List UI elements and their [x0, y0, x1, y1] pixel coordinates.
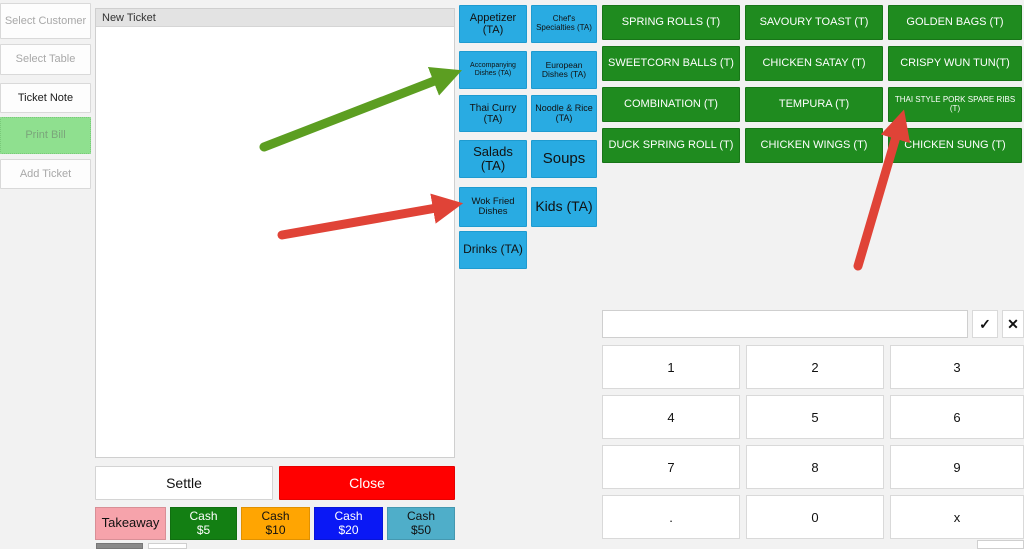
- menu-item-savoury-toast[interactable]: SAVOURY TOAST (T): [745, 5, 883, 40]
- menu-item-chicken-wings[interactable]: CHICKEN WINGS (T): [745, 128, 883, 163]
- partial-button: [148, 543, 187, 549]
- menu-item-crispy-wun-tun[interactable]: CRISPY WUN TUN(T): [888, 46, 1022, 81]
- menu-item-golden-bags[interactable]: GOLDEN BAGS (T): [888, 5, 1022, 40]
- menu-item-sweetcorn-balls[interactable]: SWEETCORN BALLS (T): [602, 46, 740, 81]
- cash-5-amount: $5: [196, 522, 211, 537]
- cash-50-button[interactable]: Cash $50: [387, 507, 455, 540]
- add-ticket-button[interactable]: Add Ticket: [0, 159, 91, 189]
- category-thai-curry[interactable]: Thai Curry (TA): [459, 95, 527, 132]
- keypad-key-x[interactable]: x: [890, 495, 1024, 539]
- keypad-key-8[interactable]: 8: [746, 445, 884, 489]
- ticket-note-button[interactable]: Ticket Note: [0, 83, 91, 113]
- menu-item-chicken-satay[interactable]: CHICKEN SATAY (T): [745, 46, 883, 81]
- keypad-key-dot[interactable]: .: [602, 495, 740, 539]
- select-table-button[interactable]: Select Table: [0, 44, 91, 75]
- menu-item-duck-spring-roll[interactable]: DUCK SPRING ROLL (T): [602, 128, 740, 163]
- category-salads[interactable]: Salads (TA): [459, 140, 527, 178]
- cash-50-amount: $50: [410, 522, 432, 537]
- keypad-key-9[interactable]: 9: [890, 445, 1024, 489]
- category-kids[interactable]: Kids (TA): [531, 187, 597, 227]
- menu-item-thai-style-pork-spare-ribs[interactable]: THAI STYLE PORK SPARE RIBS (T): [888, 87, 1022, 122]
- cash-20-amount: $20: [338, 522, 359, 537]
- cash-5-label: Cash: [189, 508, 218, 523]
- menu-item-combination[interactable]: COMBINATION (T): [602, 87, 740, 122]
- category-european-dishes[interactable]: European Dishes (TA): [531, 51, 597, 89]
- category-noodle-rice[interactable]: Noodle & Rice (TA): [531, 95, 597, 132]
- category-drinks[interactable]: Drinks (TA): [459, 231, 527, 269]
- category-wok-fried-dishes[interactable]: Wok Fried Dishes: [459, 187, 527, 227]
- settle-button[interactable]: Settle: [95, 466, 273, 500]
- category-appetizer[interactable]: Appetizer (TA): [459, 5, 527, 43]
- cash-10-amount: $10: [265, 522, 286, 537]
- close-icon: ✕: [1007, 315, 1019, 332]
- keypad-key-6[interactable]: 6: [890, 395, 1024, 439]
- cash-5-button[interactable]: Cash $5: [170, 507, 237, 540]
- keypad-key-3[interactable]: 3: [890, 345, 1024, 389]
- cash-10-label: Cash: [261, 508, 290, 523]
- category-chefs-specialties[interactable]: Chef's Specialties (TA): [531, 5, 597, 43]
- keypad-key-4[interactable]: 4: [602, 395, 740, 439]
- cash-10-button[interactable]: Cash $10: [241, 507, 310, 540]
- cash-50-label: Cash: [406, 508, 435, 523]
- select-customer-button[interactable]: Select Customer: [0, 3, 91, 39]
- keypad-input[interactable]: [602, 310, 968, 338]
- menu-item-spring-rolls[interactable]: SPRING ROLLS (T): [602, 5, 740, 40]
- cash-20-button[interactable]: Cash $20: [314, 507, 383, 540]
- takeaway-label: Takeaway: [101, 515, 160, 531]
- cash-20-label: Cash: [334, 508, 363, 523]
- check-icon: ✓: [979, 315, 991, 332]
- takeaway-button[interactable]: Takeaway: [95, 507, 166, 540]
- keypad-confirm-button[interactable]: ✓: [972, 310, 998, 338]
- category-accompanying-dishes[interactable]: Accompanying Dishes (TA): [459, 51, 527, 89]
- keypad-key-0[interactable]: 0: [746, 495, 884, 539]
- partial-button: [977, 540, 1024, 549]
- ticket-title: New Ticket: [96, 9, 454, 27]
- menu-item-chicken-sung[interactable]: CHICKEN SUNG (T): [888, 128, 1022, 163]
- keypad-key-7[interactable]: 7: [602, 445, 740, 489]
- keypad-key-2[interactable]: 2: [746, 345, 884, 389]
- keypad-key-5[interactable]: 5: [746, 395, 884, 439]
- print-bill-button[interactable]: Print Bill: [0, 117, 91, 154]
- keypad-cancel-button[interactable]: ✕: [1002, 310, 1024, 338]
- close-button[interactable]: Close: [279, 466, 455, 500]
- partial-button: [96, 543, 143, 549]
- ticket-panel: New Ticket: [95, 8, 455, 458]
- menu-item-tempura[interactable]: TEMPURA (T): [745, 87, 883, 122]
- keypad-key-1[interactable]: 1: [602, 345, 740, 389]
- category-soups[interactable]: Soups: [531, 140, 597, 178]
